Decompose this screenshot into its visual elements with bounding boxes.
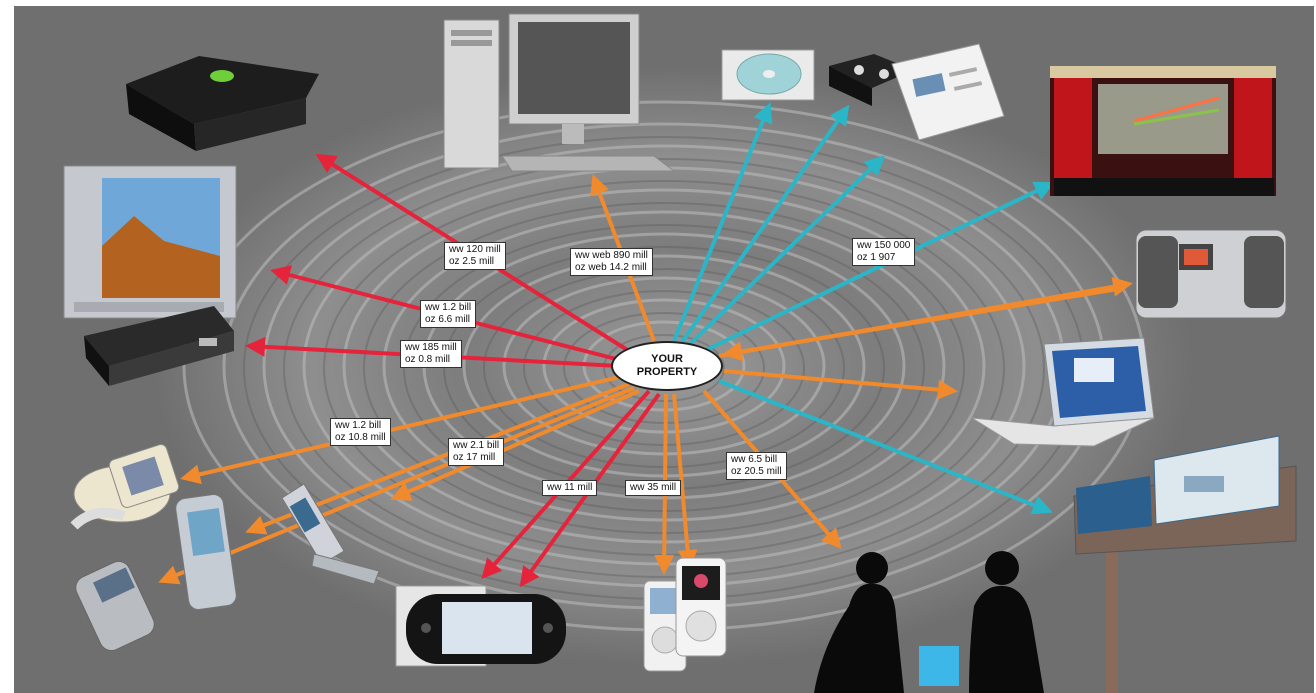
vhs-tape-icon (829, 54, 914, 106)
arrow-billboard (718, 379, 1053, 515)
label-line: oz 6.6 mill (425, 314, 471, 325)
label-psp: ww 11 mill (542, 480, 598, 496)
label-phone: ww 1.2 bill oz 10.8 mill (330, 418, 391, 446)
label-line: oz web 14.2 mill (575, 262, 647, 273)
billboard-icon (1073, 435, 1297, 693)
set-top-box-icon (84, 306, 234, 386)
desktop-computer-icon (443, 13, 676, 172)
television-icon (63, 165, 237, 319)
label-line: ww 11 mill (547, 482, 593, 493)
arrow-cinema (703, 181, 1055, 353)
label-line: ww 1.2 bill (335, 420, 382, 431)
label-line: ww 1.2 bill (425, 302, 472, 313)
label-line: oz 1 907 (857, 252, 896, 263)
label-ipod: ww 35 mill (625, 480, 682, 496)
arrow-flip-phone (390, 389, 640, 501)
label-tv: ww 1.2 bill oz 6.6 mill (420, 300, 477, 328)
label-line: ww 150 000 (857, 240, 911, 251)
arrow-ipod-2 (672, 393, 698, 570)
label-cinema: ww 150 000 oz 1 907 (852, 238, 916, 266)
dvd-icon (721, 49, 815, 101)
label-line: oz 10.8 mill (335, 432, 386, 443)
arrow-phone (180, 374, 625, 485)
your-property-node: YOUR PROPERTY (611, 341, 723, 391)
label-line: oz 2.5 mill (449, 256, 495, 267)
arrow-dvd (672, 102, 773, 342)
arrow-newspaper (688, 155, 885, 346)
label-line: ww 2.1 bill (453, 440, 500, 451)
label-people: ww 6.5 bill oz 20.5 mill (726, 452, 787, 480)
ipod-icon (643, 557, 727, 672)
label-line: ww 6.5 bill (731, 454, 778, 465)
label-line: ww 120 mill (449, 244, 501, 255)
newspaper-icon (891, 43, 1005, 141)
game-console-icon (126, 56, 319, 151)
landline-phone-icon (70, 444, 180, 530)
laptop-icon (971, 337, 1155, 447)
label-line: oz 17 mill (453, 452, 496, 463)
label-line: ww 185 mill (405, 342, 457, 353)
label-mobile: ww 2.1 bill oz 17 mill (448, 438, 505, 466)
cinema-screen-icon (1050, 66, 1276, 196)
smartphone-icon (75, 560, 155, 652)
people-silhouette-icon (814, 551, 1044, 693)
diagram-graphics (63, 13, 1297, 693)
radio-icon (1135, 229, 1287, 319)
label-line: ww 35 mill (630, 482, 677, 493)
label-dvr: ww 185 mill oz 0.8 mill (400, 340, 462, 368)
label-console: ww 120 mill oz 2.5 mill (444, 242, 506, 270)
arrow-radio-back (722, 286, 1125, 362)
flip-phone-icon (281, 483, 380, 585)
center-line-1: YOUR (651, 353, 683, 365)
label-line: oz 20.5 mill (731, 466, 782, 477)
handheld-game-console-icon (395, 585, 566, 667)
label-line: ww web 890 mill (575, 250, 648, 261)
center-line-2: PROPERTY (636, 366, 698, 378)
diagram-background: YOUR PROPERTY ww 120 mill oz 2.5 mill ww… (14, 6, 1314, 693)
arrow-laptop (723, 369, 958, 400)
label-pc: ww web 890 mill oz web 14.2 mill (570, 248, 653, 276)
label-line: oz 0.8 mill (405, 354, 451, 365)
arrow-vhs (680, 104, 850, 344)
pda-icon (175, 493, 237, 611)
